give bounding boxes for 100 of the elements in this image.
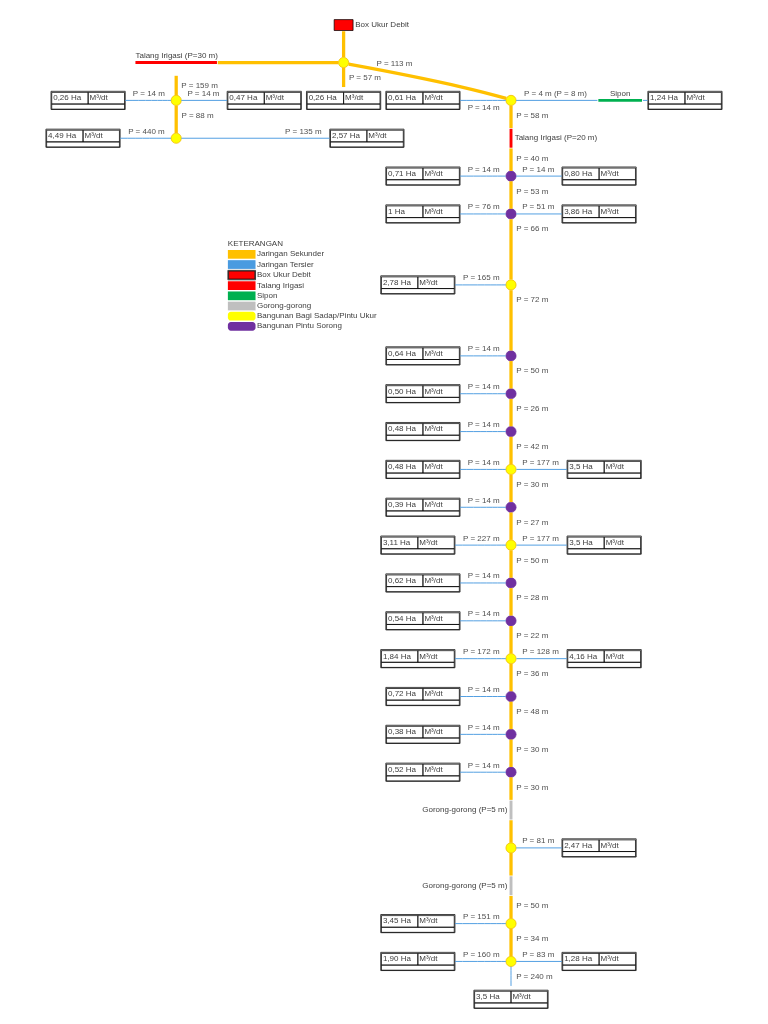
node-circle [505,94,517,106]
connector [509,820,513,843]
node-circle [338,57,350,68]
connector [459,468,507,470]
connector [516,544,568,546]
connector [341,67,346,88]
connector [516,658,568,660]
connector [119,137,172,139]
node-circle [505,842,517,854]
connector [217,60,339,65]
edge-label: P = 48 m [516,706,549,716]
connector [509,663,513,692]
edge-label: P = 240 m [516,971,553,981]
node-circle [505,539,517,551]
node-bar [135,61,217,64]
legend-label: Box Ukur Debit [256,270,311,280]
connector [515,960,563,962]
connector [459,582,507,584]
connector [459,393,507,395]
connector [509,853,513,876]
edge-label: P = 81 m [522,836,555,846]
edge-label: P = 27 m [516,517,549,527]
edge-label: P = 159 m [181,81,218,91]
edge-label: P = 177 m [522,457,559,467]
connector [509,181,513,209]
connector [515,213,563,215]
edge-label: P = 227 m [463,533,500,543]
node-circle [505,653,517,665]
edge-label: P = 14 m [132,88,165,98]
connector [454,923,507,925]
edge-label: P = 66 m [516,224,549,234]
edge-label: P = 165 m [463,273,500,283]
node-circle [505,728,517,740]
legend-label: Bangunan Bagi Sadap/Pintu Ukur [256,311,377,321]
edge-label: P = 72 m [516,295,549,305]
connector [124,99,172,101]
connector [509,588,513,616]
edge-label: P = 128 m [522,647,559,657]
connector [459,355,507,357]
edge-label: P = 26 m [516,404,549,414]
edge-label: P = 34 m [516,934,549,944]
node-circle [505,577,517,589]
connector [459,99,507,101]
edge-label: P = 28 m [516,593,549,603]
edge-label: P = 177 m [522,533,559,543]
edge-label: P = 88 m [181,110,214,120]
node-circle [505,208,517,220]
edge-label: P = 53 m [516,186,549,196]
edge-label: P = 30 m [516,782,549,792]
connector [509,474,513,503]
edge-label: P = 14 m [467,457,500,467]
connector [509,928,513,957]
connector [459,431,507,433]
edge-label: P = 57 m [348,72,381,82]
edge-label: P = 83 m [522,949,555,959]
node-circle [505,501,517,513]
connector [454,544,507,546]
connector [459,213,507,215]
edge-label: P = 14 m [467,164,500,174]
legend-label: Talang Irigasi [256,280,305,290]
edge-label: P = 440 m [128,126,165,136]
connector [459,506,507,508]
node-label: Sipon [610,88,631,98]
connector [348,62,507,100]
edge-label: P = 14 m [467,382,500,392]
connector [459,771,507,773]
node-circle [505,170,517,182]
edge-label: P = 50 m [516,901,549,911]
legend-label: Bangunan Pintu Sorong [256,321,342,331]
connector [341,31,346,58]
connector [509,512,513,540]
edge-label: P = 36 m [516,669,549,679]
node-circle [505,426,517,438]
legend-label: Sipon [256,290,278,300]
edge-label: P = 172 m [463,647,500,657]
edge-label: P = 14 m [467,102,500,112]
connector [509,105,513,129]
connector [515,175,563,177]
node-circle [505,388,517,400]
node-label: Talang Irigasi (P=20 m) [514,133,598,143]
node-bar [509,876,513,896]
connector [516,468,568,470]
node-label: Talang Irigasi (P=30 m) [135,50,218,60]
connector [454,658,507,660]
edge-label: P = 151 m [463,912,500,922]
edge-label: P = 14 m [467,571,500,581]
edge-label: P = 160 m [463,949,500,959]
connector [515,99,598,101]
edge-label: P = 14 m [187,88,220,98]
connector [509,148,513,171]
connector [180,137,331,139]
node-circle [505,615,517,627]
connector [174,75,178,96]
connector [515,847,563,849]
connector [509,361,513,389]
legend-label: Jaringan Tersier [256,259,314,269]
node-label: Gorong-gorong (P=5 m) [422,880,508,890]
label: KETERANGAN [227,239,283,249]
edge-label: P = 14 m [467,344,500,354]
connector [459,175,507,177]
